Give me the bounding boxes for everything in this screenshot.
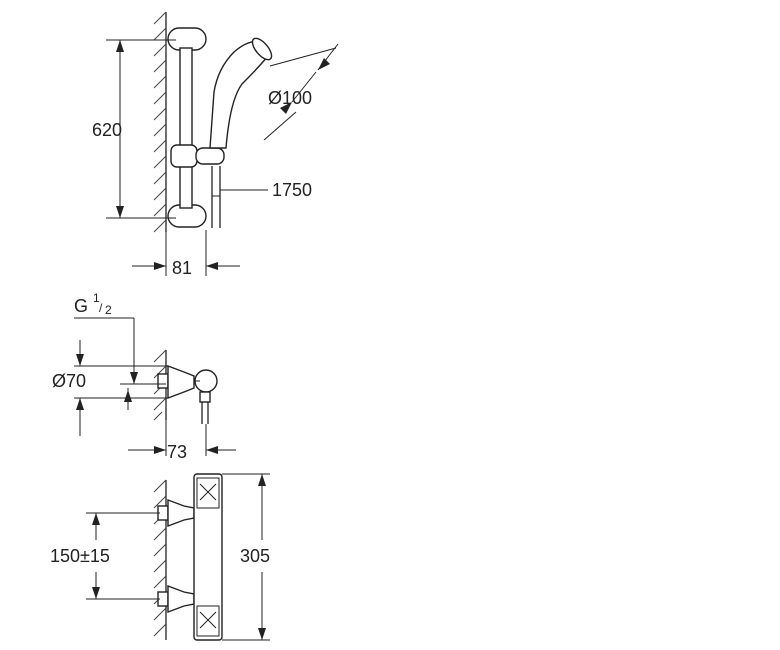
handshower-head-face xyxy=(251,37,273,61)
thread-label-main: G xyxy=(74,296,88,316)
dim-620-arrow-top xyxy=(116,40,124,52)
upper-s-union xyxy=(167,498,195,528)
dim-150-arrow-bottom xyxy=(92,587,100,599)
dim-100-arrow-lower xyxy=(280,102,292,114)
dim-81-arrow-left xyxy=(154,262,166,270)
flow-handle xyxy=(196,605,220,637)
body-length-label: 305 xyxy=(240,546,270,566)
projection-label: 73 xyxy=(167,442,187,462)
s-union xyxy=(167,364,195,400)
thread-label-num: 1 xyxy=(93,291,100,305)
thread-slash: / xyxy=(99,301,103,315)
dim-100-ext xyxy=(269,47,337,67)
dim-620-arrow-bottom xyxy=(116,206,124,218)
mixer-side-view: G 1 / 2 Ø70 73 xyxy=(52,291,236,462)
mixer-front-view: 150±15 305 xyxy=(50,473,270,641)
dim-73-arrow-left xyxy=(154,446,166,454)
dim-100-line-lower xyxy=(291,71,317,103)
diameter-label: Ø100 xyxy=(268,88,312,108)
dim-305-arrow-top xyxy=(258,474,266,486)
handshower-holder xyxy=(195,147,225,165)
dim-70-arrow-top xyxy=(76,354,84,366)
dim-73-arrow-right xyxy=(206,446,218,454)
rosette-label: Ø70 xyxy=(52,371,86,391)
height-label: 620 xyxy=(92,120,122,140)
outlet-nut xyxy=(199,391,211,403)
dim-70-arrow-bottom xyxy=(76,398,84,410)
wall-hatching xyxy=(153,11,167,233)
thermostat-body xyxy=(193,473,223,641)
lower-s-union xyxy=(167,584,195,614)
hose-length-label: 1750 xyxy=(272,180,312,200)
depth-label: 81 xyxy=(172,258,192,278)
dim-thread-arrow xyxy=(124,390,132,402)
handle-mark-2 xyxy=(199,483,217,501)
temperature-handle xyxy=(196,477,220,509)
slider xyxy=(170,144,198,168)
dim-305-arrow-bottom xyxy=(258,628,266,640)
upper-bracket xyxy=(167,27,207,51)
shower-set-view: 620 Ø100 1750 81 xyxy=(92,11,339,278)
dim-100-line-lower-2 xyxy=(263,111,297,141)
flow-mark-2 xyxy=(199,611,217,629)
handshower-body xyxy=(209,41,269,149)
centers-label: 150±15 xyxy=(50,546,110,566)
dim-150-arrow-top xyxy=(92,513,100,525)
thread-arrow xyxy=(130,372,138,384)
wall-hatching-3 xyxy=(153,479,167,637)
dim-81-arrow-right xyxy=(206,262,218,270)
dim-100-arrow-upper xyxy=(318,58,330,70)
connection-nut xyxy=(157,373,169,389)
shower-rail xyxy=(179,47,193,209)
thread-label-den: 2 xyxy=(105,303,112,317)
